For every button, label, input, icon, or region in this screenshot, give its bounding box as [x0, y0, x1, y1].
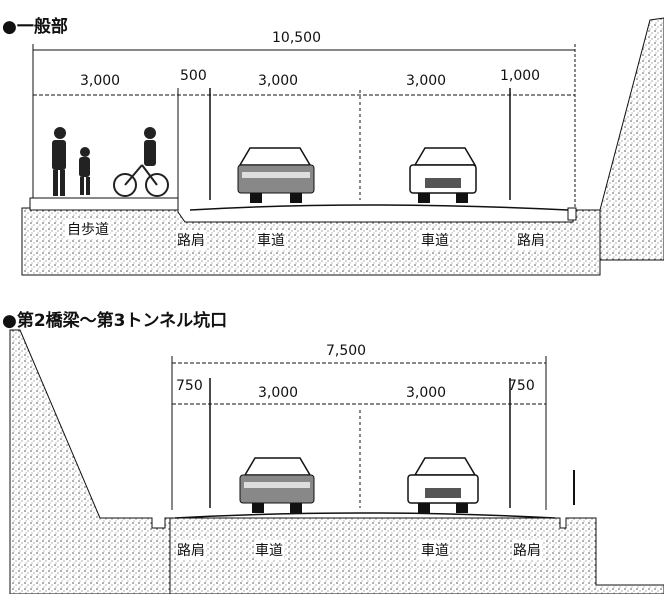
section1-label-lane-right: 車道 [420, 230, 450, 250]
pedestrian-icon [52, 127, 66, 196]
car-icon-right [409, 147, 477, 203]
sidewalk-slab [29, 197, 179, 211]
carriageway-surface [189, 204, 569, 211]
section1-dim-sidewalk: 3,000 [80, 73, 121, 89]
section2-title: ●第2橋梁～第3トンネル坑口 [2, 311, 228, 331]
section1-label-sidewalk: 自歩道 [66, 219, 110, 239]
car-icon-left [237, 147, 315, 203]
section1-label-shoulder-left: 路肩 [176, 230, 206, 250]
carriageway-surface-2 [174, 512, 556, 519]
section2-diagram [9, 329, 664, 594]
child-pedestrian-icon [79, 147, 90, 195]
section1-dim-lane-left: 3,000 [258, 73, 299, 89]
section1-label-lane-left: 車道 [256, 230, 286, 250]
section2-dim-shoulder-right: 750 [508, 378, 535, 394]
section2-dim-lane-right: 3,000 [406, 385, 447, 401]
section1-dim-shoulder-right: 1,000 [500, 68, 541, 84]
section1-total-dim: 10,500 [272, 30, 321, 46]
section1-title: ●一般部 [2, 17, 68, 37]
section2-total-dim: 7,500 [326, 343, 367, 359]
section1-diagram [21, 17, 664, 276]
car-icon-left-2 [239, 457, 315, 513]
section2-label-shoulder-right: 路肩 [512, 540, 542, 560]
section1-dim-lane-right: 3,000 [406, 73, 447, 89]
section1-label-shoulder-right: 路肩 [516, 230, 546, 250]
cyclist-icon [113, 127, 169, 197]
section2-label-lane-left: 車道 [254, 540, 284, 560]
section1-dim-shoulder-left: 500 [180, 68, 207, 84]
ground-section2 [169, 517, 664, 594]
right-slope-section1 [599, 17, 664, 261]
section2-dim-lane-left: 3,000 [258, 385, 299, 401]
left-slope-section2 [9, 329, 171, 594]
car-icon-right-2 [407, 457, 479, 513]
section2-dim-shoulder-left: 750 [176, 378, 203, 394]
section2-label-shoulder-left: 路肩 [176, 540, 206, 560]
section2-label-lane-right: 車道 [420, 540, 450, 560]
